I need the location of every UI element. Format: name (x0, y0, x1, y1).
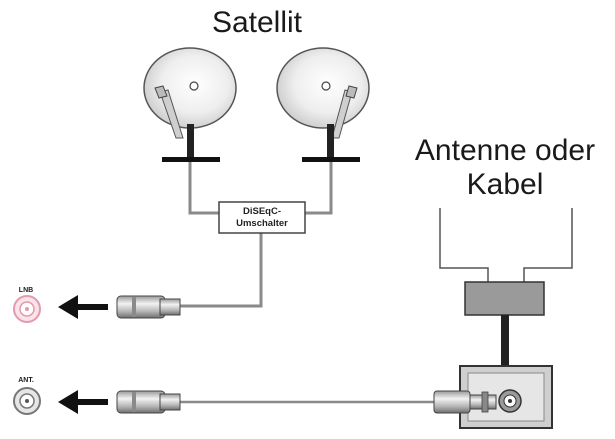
ant-plug (116, 390, 181, 414)
diseqc-label-line2: Umschalter (236, 218, 288, 229)
left-satellite-dish (143, 47, 237, 162)
dish-wires (180, 162, 333, 308)
diseqc-switch: DiSEqC- Umschalter (218, 201, 306, 234)
antenna-label-line2: Kabel (467, 168, 544, 201)
socket-plug (433, 390, 497, 414)
right-satellite-dish (276, 47, 370, 162)
antenna-label-line1: Antenne oder (415, 134, 595, 167)
antenna-cable-down (501, 315, 509, 367)
lnb-arrow-icon (58, 295, 108, 319)
ant-port-icon: ANT. (13, 377, 41, 415)
lnb-port-label: LNB (19, 287, 33, 294)
lnb-plug (116, 295, 181, 319)
diseqc-label-line1: DiSEqC- (243, 206, 281, 217)
ant-port-label: ANT. (18, 377, 34, 384)
antenna-amplifier-box (464, 281, 545, 316)
antenna-rods (439, 208, 573, 283)
lnb-port-icon: LNB (13, 287, 41, 323)
ant-arrow-icon (58, 390, 108, 414)
satellite-title: Satellit (212, 6, 303, 39)
